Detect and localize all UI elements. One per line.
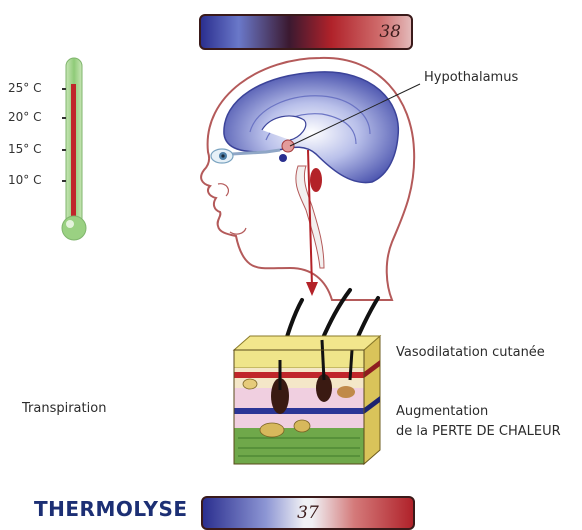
augmentation-label-line2: de la PERTE DE CHALEUR [396,424,561,439]
eye [211,149,233,163]
thermometer-tick-20: 20° C [8,110,41,124]
vasodilatation-label: Vasodilatation cutanée [396,345,545,360]
thermometer [62,58,86,240]
thermometer-tick-15: 15° C [8,142,41,156]
skin-block [234,336,380,464]
transpiration-label: Transpiration [22,401,106,416]
thermolyse-title: THERMOLYSE [34,497,188,521]
thermometer-tick-10: 10° C [8,173,41,187]
augmentation-label-line1: Augmentation [396,404,488,419]
thermometer-tick-25: 25° C [8,81,41,95]
hypothalamus-label: Hypothalamus [424,70,518,85]
